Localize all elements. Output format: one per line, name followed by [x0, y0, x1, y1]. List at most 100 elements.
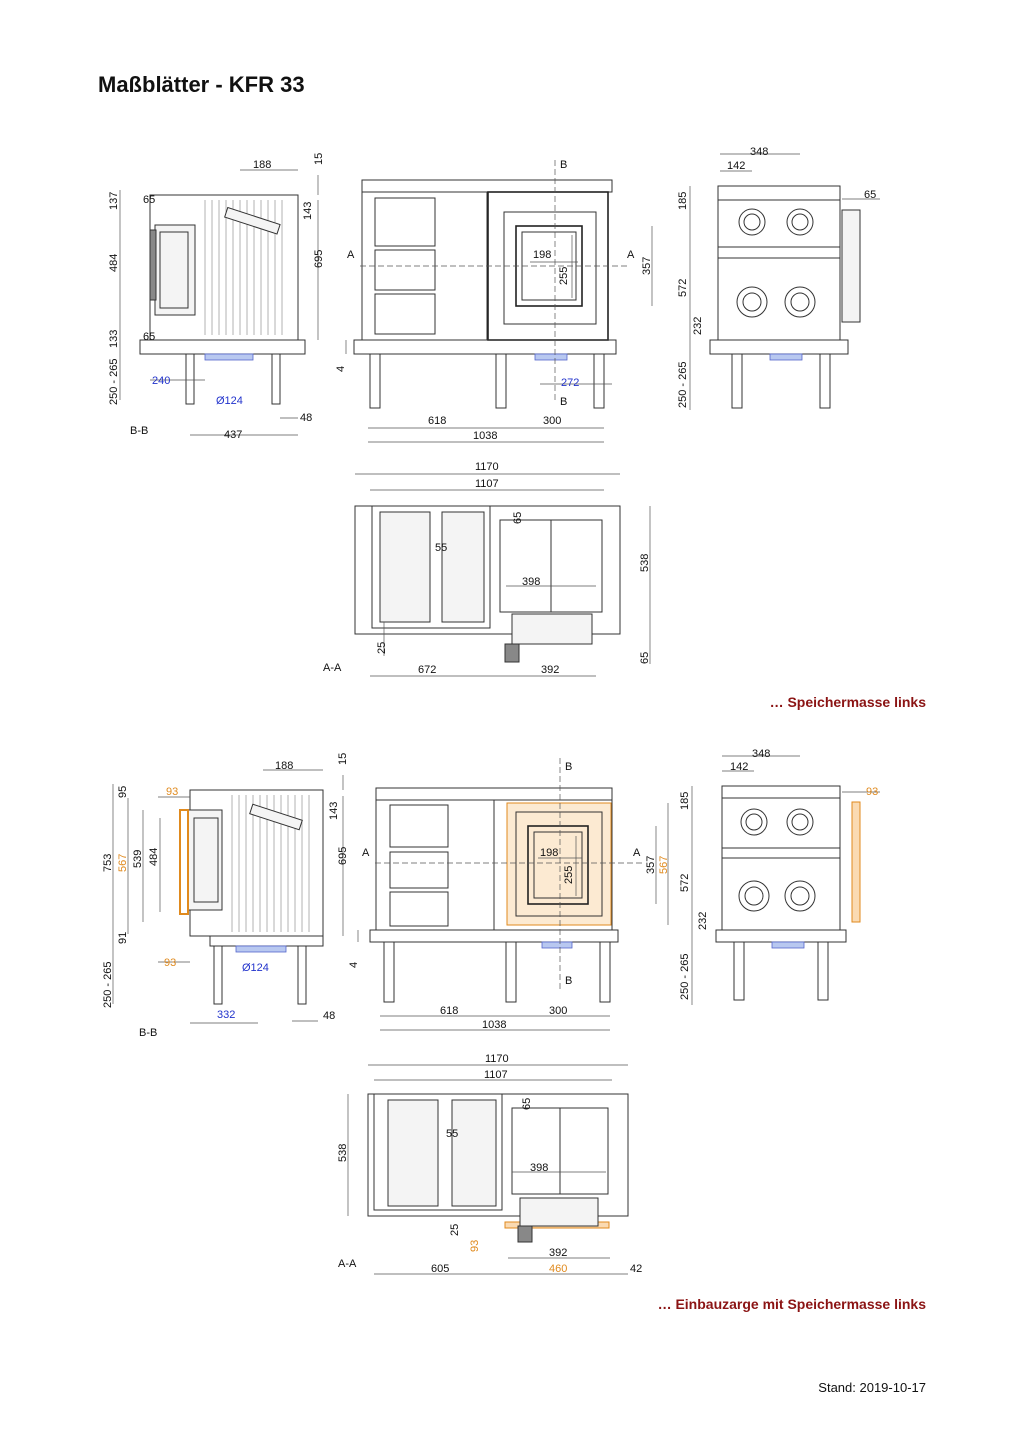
s2-front-dim-300: 300	[549, 1005, 567, 1017]
s2-aa-dim-65: 65	[521, 1098, 533, 1110]
s1-bb-dim-484: 484	[108, 254, 120, 272]
s2-aa-dim-42: 42	[630, 1263, 642, 1275]
s1-bb-label: B-B	[130, 425, 148, 437]
s2-front-dim-618: 618	[440, 1005, 458, 1017]
s2-aa-dim-1170: 1170	[485, 1053, 509, 1065]
s1-front-a-left: A	[347, 249, 355, 261]
s1-bb-dim-240: 240	[152, 375, 170, 387]
s2-bb-dim-91: 91	[117, 932, 129, 944]
s2-side-dim-93: 93	[866, 786, 878, 798]
s2-aa-label: A-A	[338, 1258, 357, 1270]
s1-front-dim-1038: 1038	[473, 430, 497, 442]
s1-side-dim-142: 142	[727, 160, 745, 172]
s2-bb-dim-93b: 93	[164, 957, 176, 969]
s1-bb-dim-48: 48	[300, 412, 312, 424]
s1-front-dim-357: 357	[641, 257, 653, 275]
s1-bb-dim-65b: 65	[143, 331, 155, 343]
s2-bb-dim-539: 539	[132, 850, 144, 868]
s1-aa-dim-672: 672	[418, 664, 436, 676]
s1-aa-dim-55: 55	[435, 542, 447, 554]
s1-aa-dim-1170: 1170	[475, 461, 499, 473]
s1-front-view: B A A 198 255 357 4 272 B 618 300 1038	[335, 159, 653, 443]
s1-bb-dim-143: 143	[302, 202, 314, 220]
s2-front-dim-357: 357	[645, 856, 657, 874]
caption-einbauzarge: … Einbauzarge mit Speichermasse links	[657, 1296, 926, 1312]
s2-bb-label: B-B	[139, 1027, 157, 1039]
s1-aa-dim-398: 398	[522, 576, 540, 588]
s1-bb-dim-188: 188	[253, 159, 271, 171]
s2-bb-dim-695: 695	[337, 847, 349, 865]
s2-bb-dim-484: 484	[148, 848, 160, 866]
s1-side-dim-232: 232	[692, 317, 704, 335]
s1-bb-dim-437: 437	[224, 429, 242, 441]
s2-side-dim-572: 572	[679, 874, 691, 892]
s1-side-dim-185: 185	[677, 192, 689, 210]
s2-bb-dim-567: 567	[117, 854, 129, 872]
s2-side-dim-232: 232	[697, 912, 709, 930]
stand-date: Stand: 2019-10-17	[818, 1380, 926, 1395]
s1-aa-dim-392: 392	[541, 664, 559, 676]
s1-front-dim-198: 198	[533, 249, 551, 261]
s2-side-view: 348 142 93 185 572 232 250 - 265	[679, 748, 880, 1005]
s1-side-dim-250-265: 250 - 265	[677, 362, 689, 408]
s1-bb-dim-65a: 65	[143, 194, 155, 206]
s2-bb-dim-95: 95	[117, 786, 129, 798]
s2-front-b-top: B	[565, 761, 572, 773]
s2-bb-dim-93a: 93	[166, 786, 178, 798]
s1-front-dim-255: 255	[558, 267, 570, 285]
s1-front-dim-618: 618	[428, 415, 446, 427]
s2-front-a-left: A	[362, 847, 370, 859]
s1-front-dim-300: 300	[543, 415, 561, 427]
s2-side-dim-185: 185	[679, 792, 691, 810]
s2-front-dim-1038: 1038	[482, 1019, 506, 1031]
caption-speichermasse-links: … Speichermasse links	[769, 694, 926, 710]
s2-front-dim-567: 567	[658, 856, 670, 874]
s2-front-view: B A A 198 255 357 567 4 B 618 300 1038	[348, 758, 670, 1031]
s1-side-dim-65: 65	[864, 189, 876, 201]
s2-aa-dim-392: 392	[549, 1247, 567, 1259]
s2-front-dim-198: 198	[540, 847, 558, 859]
s1-section-bb: 188 15 137 65 143 484 695 65 133 250 - 2…	[108, 153, 325, 441]
s2-front-dim-4: 4	[348, 962, 360, 968]
s1-side-view: 348 142 65 185 572 232 250 - 265	[677, 146, 880, 410]
s2-aa-dim-25: 25	[449, 1224, 461, 1236]
s2-aa-dim-93: 93	[469, 1240, 481, 1252]
s1-bb-dim-250-265: 250 - 265	[108, 359, 120, 405]
s1-side-dim-572: 572	[677, 279, 689, 297]
s2-aa-dim-1107: 1107	[484, 1069, 508, 1081]
s2-bb-dim-332: 332	[217, 1009, 235, 1021]
s2-bb-dim-188: 188	[275, 760, 293, 772]
page-title: Maßblätter - KFR 33	[98, 72, 305, 97]
s1-front-b-bottom: B	[560, 396, 567, 408]
s1-bb-dim-15: 15	[313, 153, 325, 165]
s1-aa-dim-65b: 65	[639, 652, 651, 664]
s2-bb-dim-250-265: 250 - 265	[102, 962, 114, 1008]
s2-section-aa: 1170 1107 65 55 398 538 25 93 392 605 46…	[337, 1053, 642, 1275]
s2-aa-dim-605: 605	[431, 1263, 449, 1275]
s2-aa-dim-538: 538	[337, 1144, 349, 1162]
s2-bb-dim-15: 15	[337, 753, 349, 765]
s1-front-b-top: B	[560, 159, 567, 171]
s1-bb-dim-137: 137	[108, 192, 120, 210]
s2-bb-dim-124: Ø124	[242, 962, 269, 974]
s1-aa-dim-65a: 65	[512, 512, 524, 524]
s2-bb-dim-143: 143	[328, 802, 340, 820]
s1-side-dim-348: 348	[750, 146, 768, 158]
s1-front-dim-4: 4	[335, 366, 347, 372]
s1-bb-dim-695: 695	[313, 250, 325, 268]
s2-section-bb: 188 15 95 93 143 753 567 539 484 695 91 …	[102, 753, 349, 1039]
s2-front-a-right: A	[633, 847, 641, 859]
s2-aa-dim-460: 460	[549, 1263, 567, 1275]
s1-section-aa: 1170 1107 65 55 398 538 25 65 672 392 A-…	[323, 461, 651, 677]
s1-bb-dim-133: 133	[108, 330, 120, 348]
s2-side-dim-142: 142	[730, 761, 748, 773]
s1-bb-dim-124: Ø124	[216, 395, 243, 407]
s1-aa-dim-25: 25	[376, 642, 388, 654]
s1-front-a-right: A	[627, 249, 635, 261]
s2-side-dim-250-265: 250 - 265	[679, 954, 691, 1000]
s2-aa-dim-55: 55	[446, 1128, 458, 1140]
s1-front-dim-272: 272	[561, 377, 579, 389]
s2-side-dim-348: 348	[752, 748, 770, 760]
s2-bb-dim-753: 753	[102, 854, 114, 872]
